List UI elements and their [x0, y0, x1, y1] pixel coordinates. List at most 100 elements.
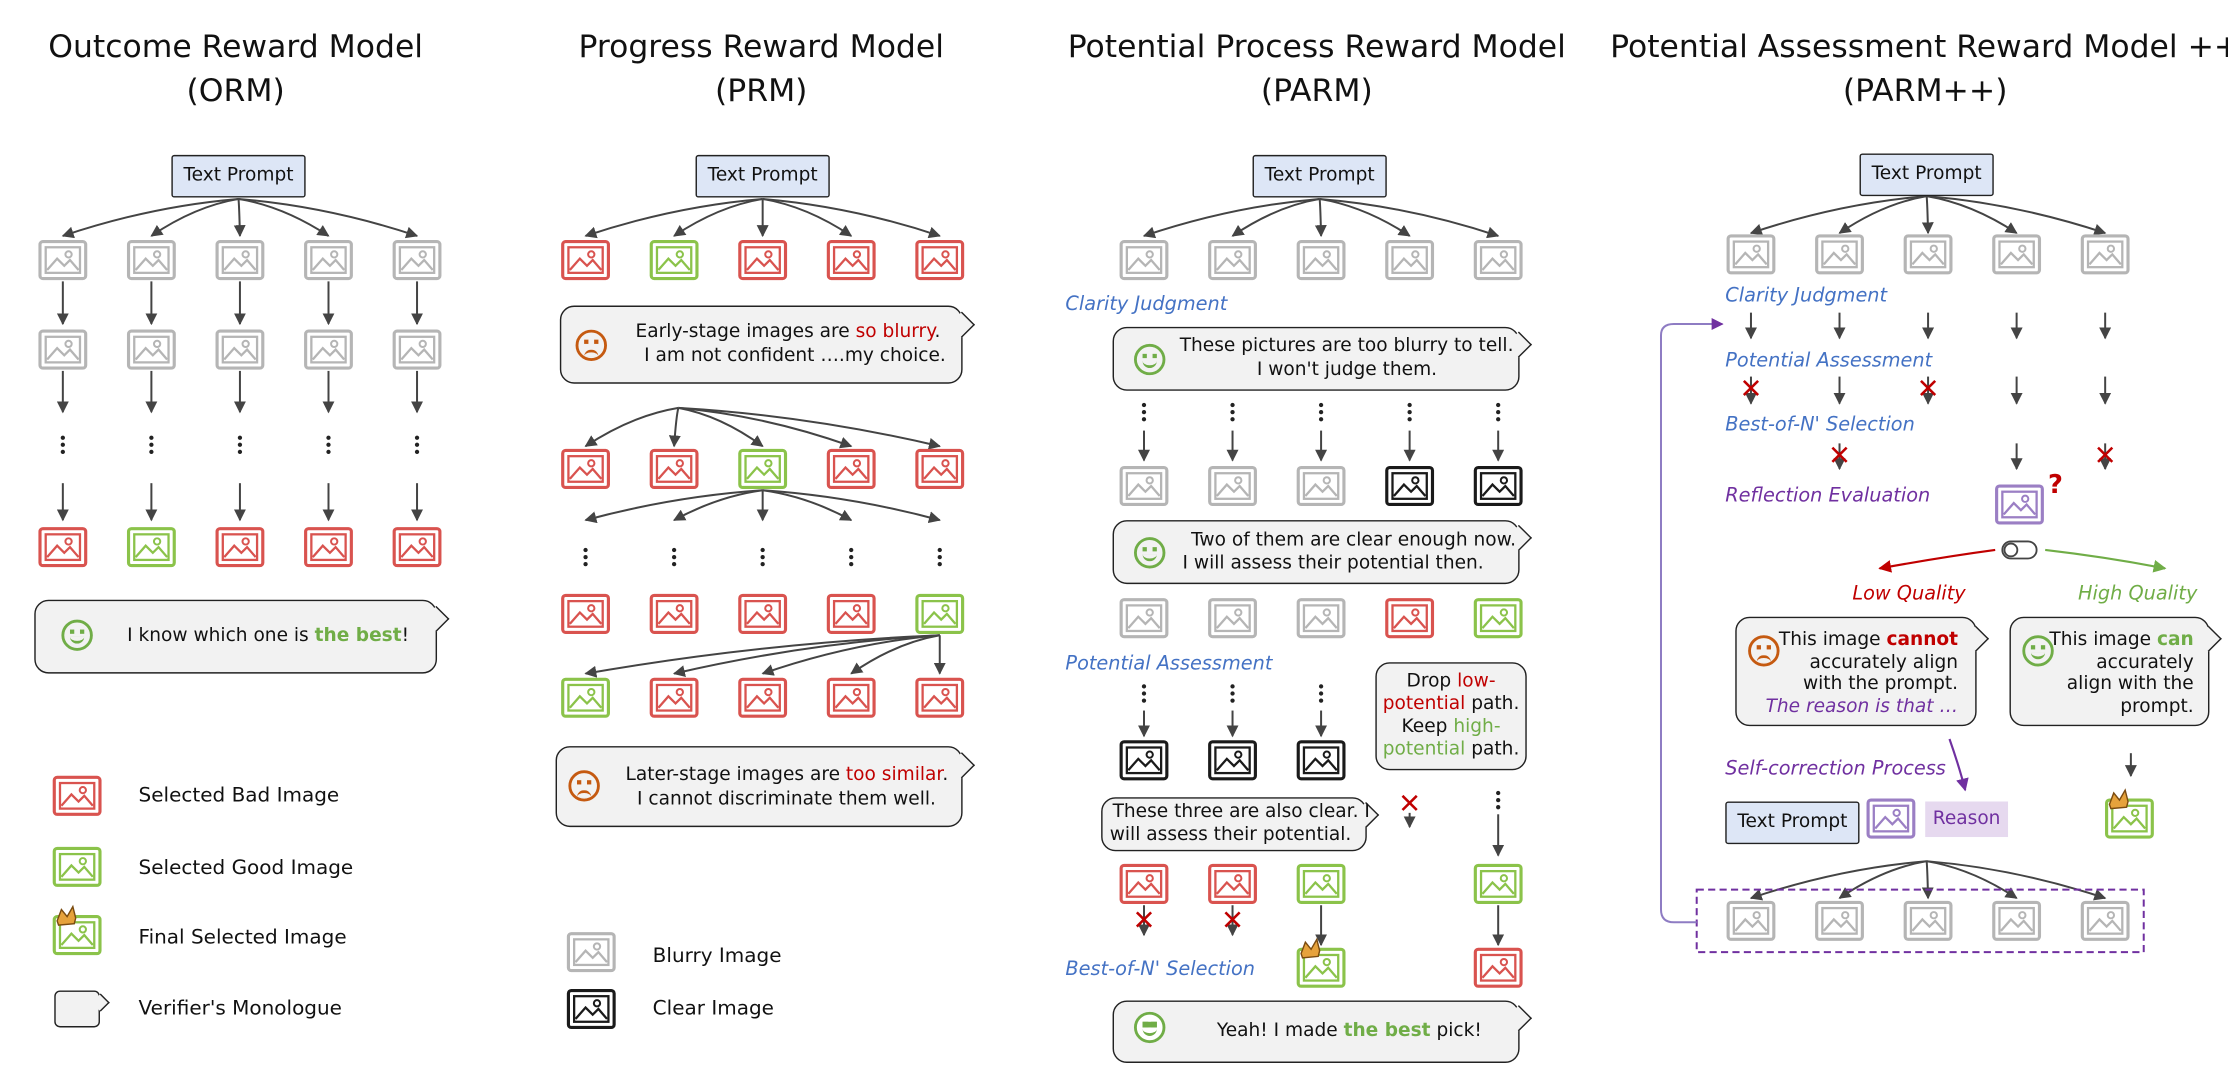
blurry-image	[392, 240, 442, 281]
good-image	[1473, 598, 1523, 639]
parmpp-clarity-judgment-label: Clarity Judgment	[1725, 284, 1888, 307]
bad-image	[1473, 947, 1523, 988]
bad-image	[649, 677, 699, 718]
good-image	[126, 527, 176, 568]
good-image	[915, 593, 965, 634]
bad-image	[1385, 598, 1435, 639]
blurry-image	[1992, 900, 2042, 941]
parmpp-title: Potential Assessment Reward Model ++(PAR…	[1610, 29, 2228, 110]
good-image	[1473, 863, 1523, 904]
blurry-image	[1208, 465, 1257, 507]
prm-monologue-bubble-early: Early-stage images are so blurry. I am n…	[559, 305, 976, 384]
reject-cross-icon	[1135, 911, 1153, 928]
reject-cross-icon	[1742, 379, 1760, 396]
final-selected-image	[2105, 798, 2154, 839]
regenerate-box	[1695, 888, 2145, 954]
parmpp-best-of-n-label: Best-of-N' Selection	[1725, 413, 1915, 437]
blurry-image	[1119, 598, 1169, 639]
frown-icon	[568, 770, 600, 802]
legend-clear-image	[566, 988, 616, 1030]
reflection-image	[1995, 484, 2044, 525]
legend-monologue-swatch	[54, 990, 110, 1028]
bad-image	[915, 677, 965, 718]
blurry-image	[38, 329, 88, 370]
blurry-image	[1903, 234, 1953, 275]
high-quality-label: High Quality	[2078, 582, 2198, 606]
reason-chip: Reason	[1925, 801, 2009, 838]
bad-image	[1119, 863, 1169, 904]
clear-image	[1296, 740, 1346, 781]
blurry-image	[126, 240, 176, 281]
parm-drop-keep-bubble: Drop low- potential path. Keep high- pot…	[1375, 662, 1527, 771]
orm-title: Outcome Reward Model(ORM)	[48, 29, 424, 110]
legend-bad-image	[52, 775, 102, 816]
parm-title: Potential Process Reward Model(PARM)	[1067, 29, 1566, 110]
parm-clarity-judgment-label: Clarity Judgment	[1065, 292, 1228, 316]
bad-image	[826, 240, 876, 281]
bad-image	[561, 240, 610, 281]
blurry-image	[1473, 240, 1523, 281]
blurry-image	[1726, 234, 1776, 275]
legend-final-label: Final Selected Image	[138, 926, 347, 950]
blurry-image	[1208, 240, 1257, 281]
bad-image	[304, 527, 353, 568]
reflection-image	[1866, 798, 1916, 839]
blurry-image	[126, 329, 176, 370]
parmpp-high-quality-bubble: This image can accurately align with the…	[2009, 616, 2222, 727]
crown-icon	[56, 904, 77, 926]
legend-final-image	[52, 915, 102, 956]
parmpp-text-prompt: Text Prompt	[1859, 153, 1994, 197]
blurry-image	[304, 329, 353, 370]
cool-face-icon	[1133, 1011, 1166, 1044]
prm-title: Progress Reward Model(PRM)	[578, 29, 944, 110]
parmpp-correction-text-prompt: Text Prompt	[1725, 801, 1860, 845]
blurry-image	[1296, 598, 1346, 639]
bad-image	[649, 593, 699, 634]
bad-image	[915, 240, 965, 281]
good-image	[561, 677, 610, 718]
bad-image	[392, 527, 442, 568]
blurry-image	[2080, 900, 2130, 941]
blurry-image	[1119, 465, 1169, 507]
legend-monologue-label: Verifier's Monologue	[138, 997, 342, 1021]
crown-icon	[1300, 937, 1321, 959]
clear-image	[1385, 465, 1435, 507]
wink-icon	[1133, 537, 1166, 569]
bad-image	[826, 677, 876, 718]
bad-image	[561, 593, 610, 634]
low-quality-label: Low Quality	[1852, 582, 1966, 606]
legend-bad-label: Selected Bad Image	[138, 784, 340, 808]
blurry-image	[1815, 900, 1864, 941]
parmpp-reflection-evaluation-label: Reflection Evaluation	[1725, 484, 1931, 508]
parmpp-potential-assessment-label: Potential Assessment	[1725, 349, 1933, 373]
bad-image	[738, 593, 788, 634]
blurry-image	[1296, 240, 1346, 281]
bad-image	[826, 593, 876, 634]
legend-good-image	[52, 846, 102, 887]
blurry-image	[215, 329, 265, 370]
blurry-image	[1903, 900, 1953, 941]
bad-image	[649, 448, 699, 490]
blurry-image	[304, 240, 353, 281]
reject-cross-icon	[2097, 446, 2114, 463]
parm-text-prompt: Text Prompt	[1252, 154, 1387, 198]
smile-icon	[61, 619, 93, 651]
parm-best-of-n-label: Best-of-N' Selection	[1065, 957, 1256, 981]
legend-good-label: Selected Good Image	[138, 856, 354, 880]
final-selected-image	[1296, 947, 1346, 988]
blurry-image	[38, 240, 88, 281]
reject-cross-icon	[1401, 794, 1418, 811]
good-image	[649, 240, 699, 281]
good-image	[1296, 863, 1346, 904]
prm-monologue-bubble-late: Later-stage images are too similar. I ca…	[555, 746, 976, 828]
blurry-image	[1992, 234, 2042, 275]
blurry-image	[1208, 598, 1257, 639]
smile-icon	[2022, 635, 2054, 667]
parmpp-low-quality-bubble: This image cannot accurately align with …	[1735, 616, 1990, 727]
orm-monologue-bubble: I know which one is the best!	[34, 599, 450, 674]
blurry-image	[392, 329, 442, 370]
good-image	[738, 448, 788, 490]
legend-blurry-label: Blurry Image	[652, 945, 782, 968]
orm-text-prompt: Text Prompt	[171, 154, 306, 198]
